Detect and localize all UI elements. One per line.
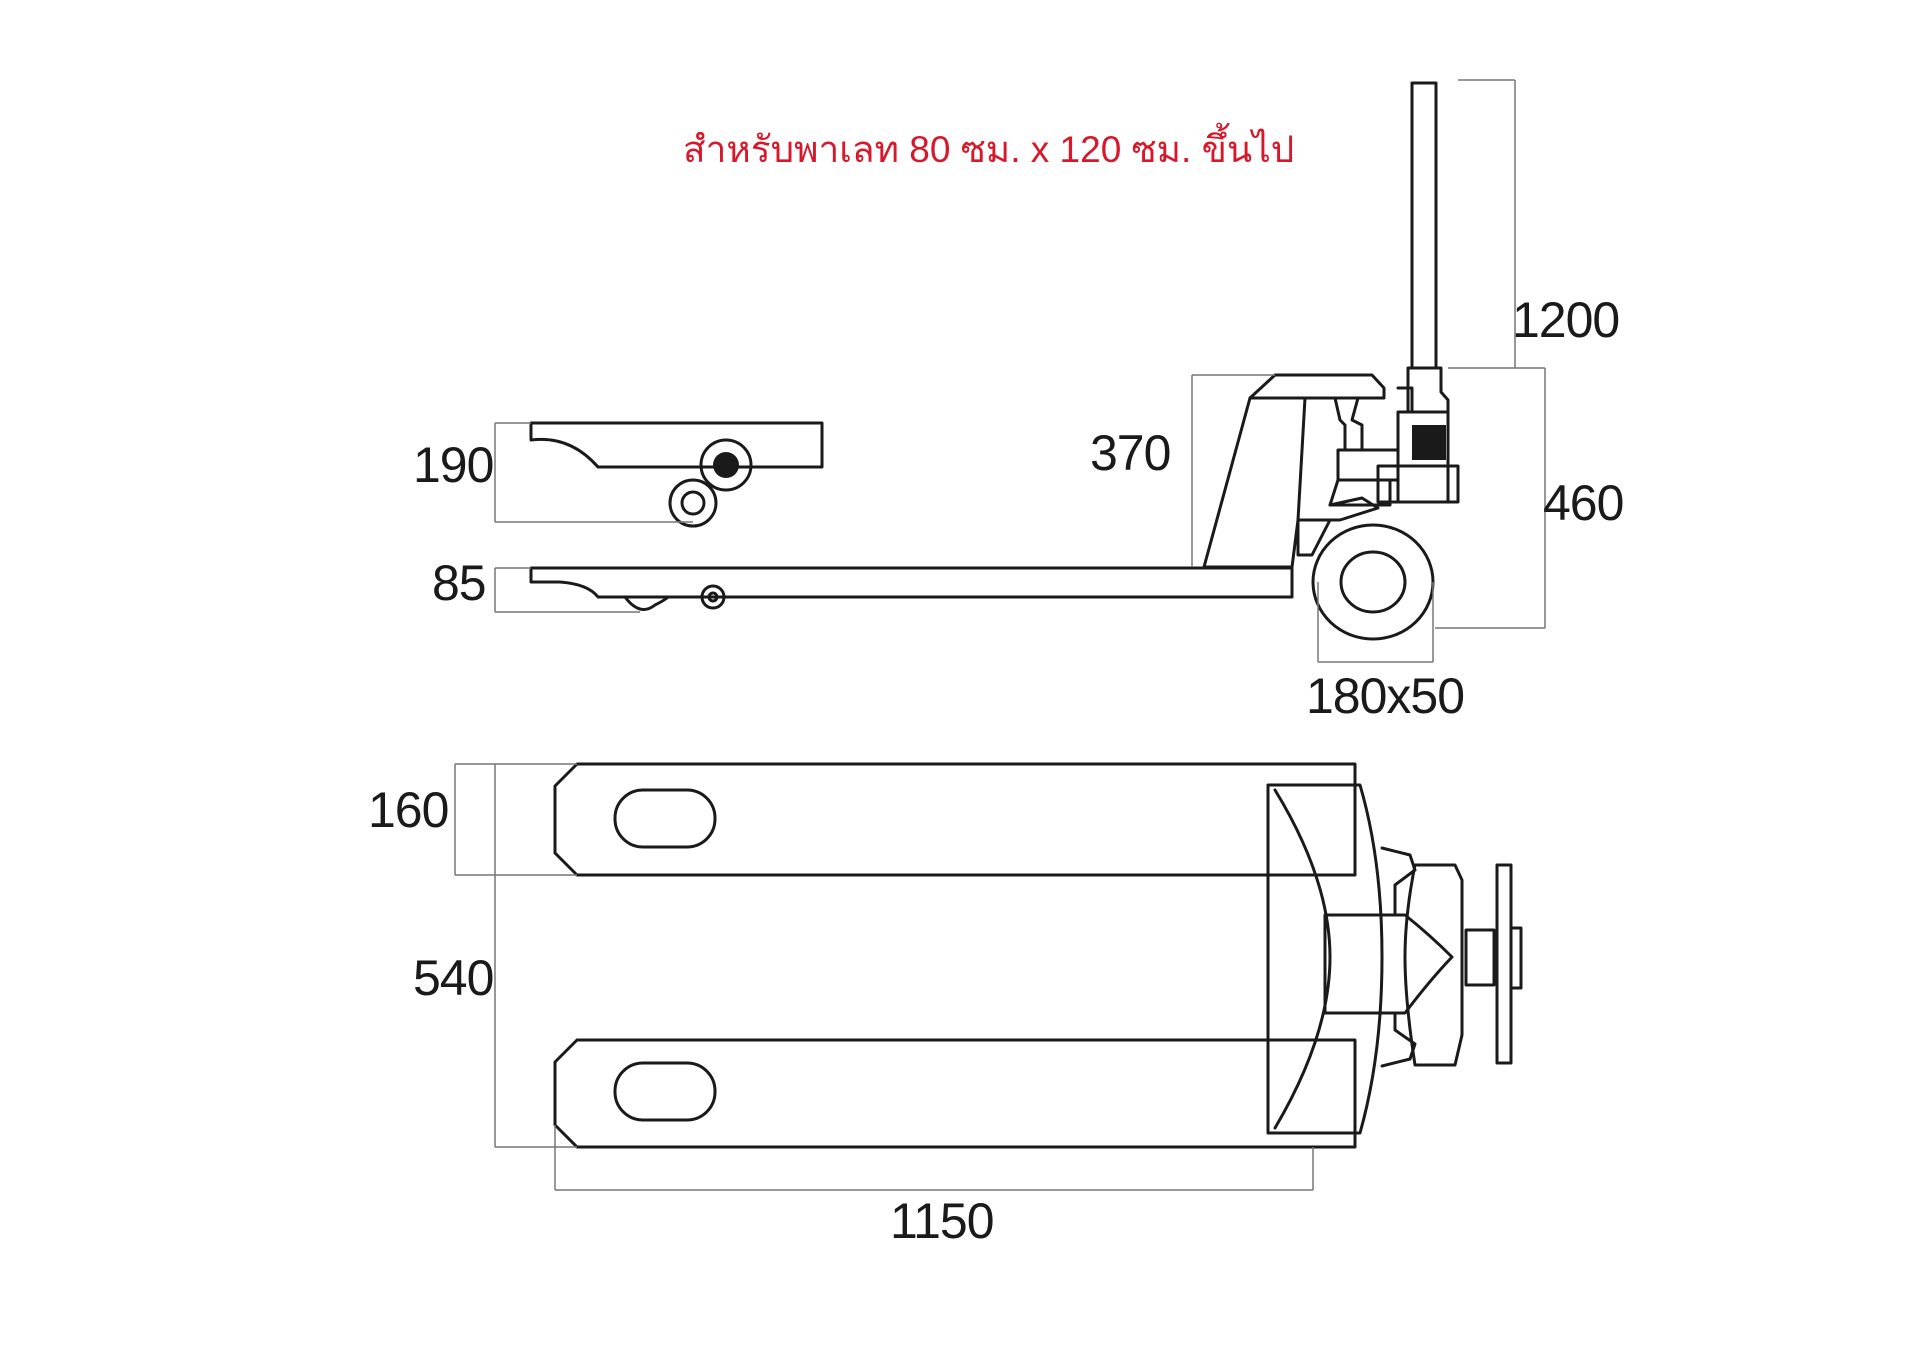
coupling-edge (1396, 386, 1414, 414)
fork-raised-roller (668, 478, 718, 528)
pump-base (1376, 464, 1460, 504)
dim-label-wheel: 180x50 (1306, 668, 1464, 724)
side-view: 1200 460 370 190 85 180x50 (413, 79, 1624, 724)
steer-arm-lower (1380, 1011, 1417, 1068)
dim-label-540: 540 (413, 950, 493, 1006)
steer-housing (1403, 863, 1464, 1067)
fork-upper-slot (613, 788, 717, 849)
handle-stub (1509, 926, 1523, 990)
linkage-arm (1298, 496, 1380, 522)
fork-lower (553, 1038, 1357, 1149)
fork-upper (553, 762, 1357, 877)
handle-coupling (1406, 366, 1450, 414)
cylinder-lower (1328, 478, 1392, 507)
fork-lowered (529, 566, 1294, 599)
fork-raised-roller-hub (680, 490, 706, 516)
wheel-bracket (1296, 518, 1332, 557)
dim-label-370: 370 (1090, 425, 1170, 481)
steer-arm-upper (1380, 846, 1417, 917)
dim-label-1200: 1200 (1512, 292, 1619, 348)
steer-wheel (1311, 523, 1435, 641)
pump-block (1412, 425, 1446, 460)
fork-lower-slot (613, 1061, 717, 1122)
cylinder-block (1336, 448, 1400, 482)
handle-bar (1410, 81, 1438, 370)
chassis-curve (1273, 788, 1332, 1130)
dim-label-460: 460 (1543, 475, 1623, 531)
chassis-body (1266, 783, 1384, 1135)
dim-label-190: 190 (413, 437, 493, 493)
fork-lowered-roller (623, 595, 670, 611)
fork-lowered-pin-center (707, 591, 719, 603)
handle-plate (1495, 863, 1513, 1065)
handle-mount (1464, 928, 1496, 987)
piston-top (1333, 396, 1364, 452)
dim-label-160: 160 (368, 782, 448, 838)
fork-raised-link-ring (699, 438, 753, 492)
nose-cone (1323, 913, 1454, 1015)
top-cap (1248, 373, 1386, 400)
main-body (1202, 396, 1307, 569)
fork-raised-link-pin (713, 452, 739, 478)
fork-lowered-pin (700, 584, 726, 610)
dim-label-1150: 1150 (890, 1193, 994, 1249)
pallet-size-note: สำหรับพาเลท 80 ซม. x 120 ซม. ขึ้นไป (683, 122, 1294, 170)
fork-raised (529, 421, 824, 469)
steer-wheel-hub (1339, 550, 1407, 614)
dim-label-85: 85 (432, 555, 486, 611)
top-view: 160 540 1150 (368, 762, 1523, 1249)
